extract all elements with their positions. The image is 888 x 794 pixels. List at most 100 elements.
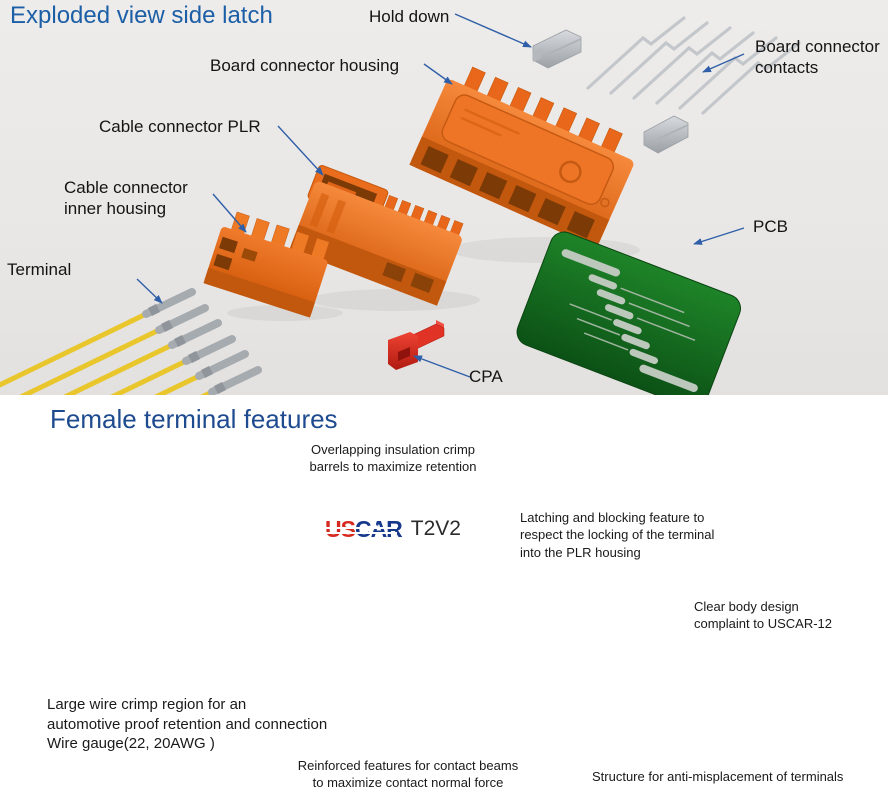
label-hold-down: Hold down <box>369 7 450 26</box>
plr-latch-window <box>410 272 435 294</box>
terminal-pins <box>142 288 262 395</box>
pcb-pad <box>639 364 698 393</box>
exploded-view-title: Exploded view side latch <box>10 2 273 29</box>
housing-dot <box>600 197 610 208</box>
pcb-pad <box>604 304 634 320</box>
crimp-band <box>200 365 214 379</box>
hold-down-part <box>532 29 582 69</box>
trace <box>576 317 621 336</box>
terminals-and-wires <box>0 288 262 395</box>
cable-connector-plr-part <box>289 165 464 306</box>
cavity <box>537 198 566 226</box>
arrow-terminal <box>136 278 163 304</box>
board-connector-contacts-part <box>586 16 801 115</box>
cpa-notch <box>398 347 410 361</box>
contact-pin <box>655 31 755 105</box>
engraved-logo <box>559 160 582 184</box>
annotation-anti-misplacement: Structure for anti-misplacement of termi… <box>592 769 844 784</box>
label-pcb: PCB <box>753 217 788 236</box>
label-cable-connector-plr: Cable connector PLR <box>99 117 261 136</box>
wire <box>154 373 202 395</box>
crimp-band <box>213 381 227 395</box>
female-terminal-title: Female terminal features <box>50 404 338 434</box>
trace <box>628 302 690 328</box>
cavity <box>478 172 508 200</box>
inner-housing-lower <box>203 267 315 318</box>
inner-cavity <box>213 253 233 271</box>
plr-latch-window <box>382 262 407 283</box>
trace <box>569 303 612 321</box>
board-connector-housing-part <box>409 66 634 249</box>
annotation-clear-body: Clear body design complaint to USCAR-12 <box>694 599 832 632</box>
trace <box>620 287 685 314</box>
female-terminal-section <box>0 395 888 794</box>
label-board-connector-contacts: Board connector contacts <box>755 37 880 78</box>
inner-cavity <box>219 236 238 254</box>
wire <box>19 327 162 395</box>
cable-connector-inner-housing-part <box>203 211 330 318</box>
uscar-stripe <box>325 532 397 534</box>
arrow-board-connector-housing <box>423 63 453 85</box>
pcb-pad <box>596 289 626 305</box>
label-terminal: Terminal <box>7 260 72 279</box>
pcb-pads <box>561 249 698 393</box>
pcb-pad <box>588 274 618 290</box>
contact-pin <box>701 41 801 115</box>
exploded-view-section <box>0 0 888 395</box>
arrow-cable-connector-inner-housing <box>212 193 247 233</box>
pcb-pad <box>613 319 642 335</box>
engraving <box>460 116 502 137</box>
trace <box>636 317 696 341</box>
crimp-band <box>173 334 187 348</box>
uscar-logo: US CAR ★ T2V2 <box>325 515 461 543</box>
hold-down-part-2 <box>643 115 689 154</box>
annotation-latching: Latching and blocking feature to respect… <box>520 510 715 560</box>
cavity <box>508 185 537 213</box>
crimp-bands <box>147 303 227 395</box>
annotation-large-wire-crimp: Large wire crimp region for an automotiv… <box>47 696 328 752</box>
crimp-band <box>187 350 201 364</box>
label-board-connector-housing: Board connector housing <box>210 56 400 75</box>
wire <box>110 358 189 395</box>
pcb-pad <box>629 348 659 365</box>
annotation-reinforced: Reinforced features for contact beams to… <box>297 758 519 791</box>
contact-pin <box>632 26 732 100</box>
clip-step <box>657 124 689 140</box>
crimp-band <box>147 303 161 317</box>
housing-cavities <box>420 146 595 239</box>
wire <box>63 342 175 395</box>
contact-pin <box>678 36 778 110</box>
exploded-view-art <box>0 13 801 395</box>
pcb-traces <box>569 287 696 351</box>
plr-groove <box>326 199 347 234</box>
trace <box>583 332 629 351</box>
crimp-band <box>160 319 174 333</box>
plr-groove <box>309 192 330 228</box>
uscar-model: T2V2 <box>410 517 461 540</box>
label-cable-connector-inner-housing: Cable connector inner housing <box>64 178 188 219</box>
pcb-pad <box>561 249 621 277</box>
arrow-cable-connector-plr <box>277 125 324 176</box>
contact-pin <box>609 21 709 95</box>
arrow-board-connector-contacts <box>702 53 745 73</box>
plr-lower-face <box>289 224 447 306</box>
hold-down-notch <box>533 48 542 62</box>
inner-cavity <box>241 247 258 262</box>
cavity <box>566 211 595 239</box>
annotation-overlapping-crimp: Overlapping insulation crimp barrels to … <box>309 442 477 475</box>
pcb-pad <box>621 333 650 350</box>
engraving <box>464 108 520 136</box>
cavity <box>449 159 478 187</box>
arrow-hold-down <box>454 13 532 48</box>
uscar-stripe <box>325 527 397 529</box>
label-cpa: CPA <box>469 367 503 386</box>
hold-down-step <box>547 38 582 55</box>
wires <box>0 311 215 395</box>
uscar-logo-us: US <box>325 516 356 543</box>
cpa-part <box>388 320 445 370</box>
shadow <box>227 305 343 321</box>
pcb-part <box>516 231 741 395</box>
callout-arrows-top <box>136 13 745 378</box>
pcb-board <box>516 231 741 395</box>
